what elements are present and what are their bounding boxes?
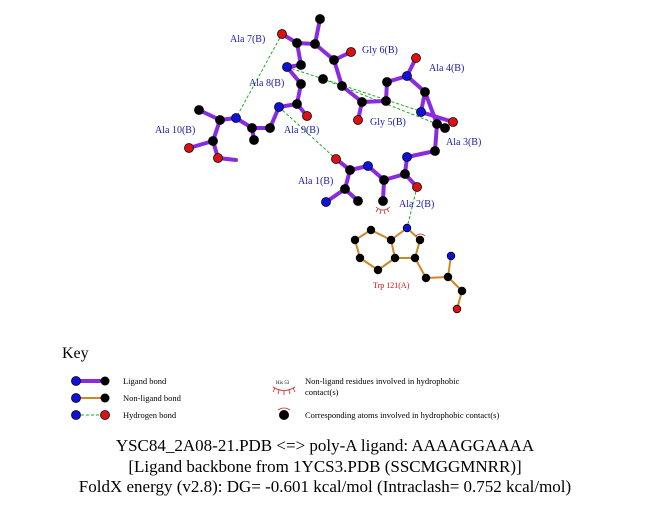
label-ala9: Ala 9(B) (284, 125, 319, 136)
key-nonligand-bond-label: Non-ligand bond (123, 393, 182, 403)
caption-line-2: [Ligand backbone from 1YCS3.PDB (SSCMGGM… (128, 457, 521, 476)
hbond-ala9-ala1 (278, 106, 337, 160)
caption-line-3: FoldX energy (v2.8): DG= -0.601 kcal/mol… (79, 477, 571, 496)
trp121-bonds (354, 227, 463, 310)
label-ala7: Ala 7(B) (230, 34, 265, 45)
key-title: Key (62, 345, 89, 362)
ligand-bonds (187, 17, 455, 204)
caption: YSC84_2A08-21.PDB <=> poly-A ligand: AAA… (79, 436, 571, 496)
key-ligand-bond-sample (71, 376, 110, 386)
hbond-ala2-trp121 (406, 186, 418, 229)
caption-line-1: YSC84_2A08-21.PDB <=> poly-A ligand: AAA… (116, 436, 535, 455)
label-ala8: Ala 8(B) (249, 78, 284, 89)
key-hydrogen-bond-label: Hydrogen bond (123, 410, 177, 420)
atoms (184, 14, 467, 314)
key-hydrogen-bond-sample (71, 410, 110, 420)
label-gly5: Gly 5(B) (370, 117, 406, 128)
label-ala10: Ala 10(B) (155, 125, 195, 136)
key-hydrophobic-residue-sample (272, 386, 296, 395)
key-ligand-bond-label: Ligand bond (123, 376, 167, 386)
key-nonligand-bond-sample (71, 393, 110, 403)
key: Key Ligand bond Non-ligand bond Hydrogen… (62, 345, 499, 420)
key-hydrophobic-atoms-label: Corresponding atoms involved in hydropho… (305, 410, 499, 420)
label-ala1: Ala 1(B) (298, 176, 333, 187)
key-hydrophobic-residue-tag: His 53 (276, 381, 290, 386)
key-hydrophobic-residues-line2: contact(s) (305, 387, 339, 397)
label-ala4: Ala 4(B) (429, 63, 464, 74)
hbond-ala7-ala10 (235, 33, 283, 119)
hydrophobic-contact-marks (375, 206, 426, 237)
label-ala3: Ala 3(B) (446, 137, 481, 148)
residue-labels: Ala 7(B) Gly 6(B) Ala 4(B) Ala 8(B) Ala … (155, 34, 481, 290)
label-gly6: Gly 6(B) (362, 45, 398, 56)
label-ala2: Ala 2(B) (399, 199, 434, 210)
key-hydrophobic-atom-sample (277, 407, 291, 420)
label-trp121: Trp 121(A) (373, 281, 410, 290)
key-hydrophobic-residues-line1: Non-ligand residues involved in hydropho… (305, 376, 460, 386)
